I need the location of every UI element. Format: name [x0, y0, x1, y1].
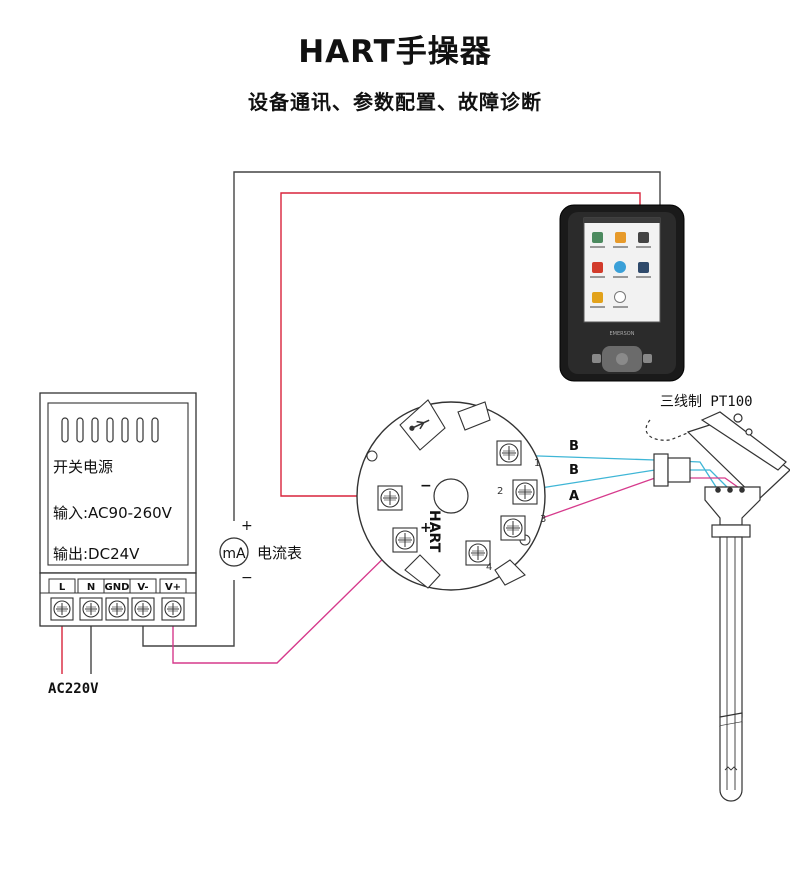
terminal-number: 2	[497, 486, 503, 497]
terminal-label: N	[87, 582, 95, 593]
transmitter-screw	[377, 485, 403, 511]
power-supply-output: 输出:DC24V	[53, 545, 140, 563]
terminal-label: V+	[165, 582, 181, 593]
transmitter-plus: +	[420, 520, 432, 536]
page-subtitle: 设备通讯、参数配置、故障诊断	[248, 90, 542, 114]
app-icon	[638, 262, 649, 273]
app-icon	[592, 232, 603, 243]
power-terminal-strip: L N GND V- V+	[48, 578, 187, 621]
black-wire-communicator	[233, 171, 661, 521]
terminal-label: GND	[105, 582, 130, 593]
terminal-label-box	[159, 578, 187, 594]
wire-label-b2: B	[569, 463, 579, 478]
transmitter-screw	[512, 479, 538, 505]
terminal-number: 4	[486, 562, 492, 573]
terminal-number: 1	[534, 458, 540, 469]
terminal-screw	[131, 597, 155, 621]
ammeter-symbol: mA	[222, 546, 246, 562]
red-wire-communicator	[280, 192, 641, 497]
app-icon	[614, 291, 626, 303]
transmitter-minus: −	[420, 478, 432, 494]
app-icon	[638, 232, 649, 243]
terminal-label-box	[129, 578, 157, 594]
left-key	[592, 354, 601, 363]
usb-icon	[409, 419, 430, 431]
ammeter: mA	[219, 537, 249, 567]
ammeter-plus: +	[241, 518, 253, 534]
power-supply-name: 开关电源	[53, 458, 113, 476]
app-icon	[592, 292, 603, 303]
terminal-label-box	[48, 578, 76, 594]
right-key	[643, 354, 652, 363]
magenta-wire-v-plus	[172, 539, 403, 664]
terminal-screw	[105, 597, 129, 621]
terminal-number: 3	[540, 514, 546, 525]
blue-wire-2	[527, 469, 656, 491]
transmitter-screw	[496, 440, 522, 466]
vent-slots	[61, 417, 159, 443]
terminal-screw	[79, 597, 103, 621]
app-icon	[615, 232, 626, 243]
pt100-sensor	[645, 411, 790, 802]
transmitter-hart-text: HART	[426, 510, 442, 553]
terminal-screw	[50, 597, 74, 621]
transmitter-screw	[392, 527, 418, 553]
app-icon	[592, 262, 603, 273]
help-icon	[614, 261, 626, 273]
sensor-label: 三线制 PT100	[660, 394, 753, 410]
terminal-screw	[161, 597, 185, 621]
transmitter-terminal-numbers: 1 2 3 4	[486, 458, 546, 573]
ac-voltage-label: AC220V	[48, 681, 99, 697]
transmitter-screw	[500, 515, 526, 541]
page-title: HART手操器	[298, 34, 492, 70]
ammeter-minus: −	[241, 570, 253, 586]
wire-label-b1: B	[569, 439, 579, 454]
ammeter-label: 电流表	[257, 544, 302, 562]
communicator-brand: EMERSON	[610, 331, 635, 337]
power-supply-input: 输入:AC90-260V	[53, 504, 173, 522]
terminal-label: L	[59, 582, 66, 593]
wire-label-a: A	[569, 489, 579, 504]
terminal-label: V-	[137, 582, 148, 593]
transmitter-terminals	[377, 440, 538, 566]
transmitter-screw	[465, 540, 491, 566]
hart-communicator: EMERSON	[559, 204, 685, 382]
